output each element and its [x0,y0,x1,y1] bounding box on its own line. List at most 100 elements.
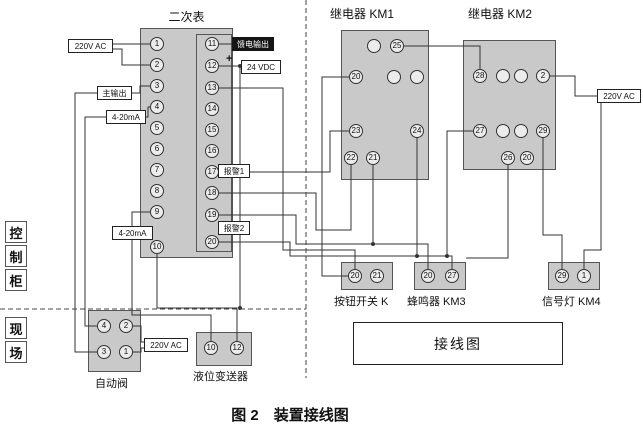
wire [321,76,349,277]
wire [219,165,352,231]
transmitter-terminal-12: 12 [230,341,244,355]
wiring-panel-label: 接线图 [434,335,482,352]
buzzer-terminal-27: 27 [445,269,459,283]
valve-terminal-4: 4 [97,319,111,333]
button-switch-label: 按钮开关 K [334,296,389,308]
meter-terminal-4: 4 [150,100,164,114]
wire [131,211,150,226]
alarm2-label: 报警2 [218,221,250,235]
km1-terminal-22: 22 [344,151,358,165]
km2-terminal-2: 2 [536,69,550,83]
km2-terminal-29: 29 [536,124,550,138]
wire [74,92,97,353]
main-output-label: 主输出 [97,86,132,100]
meter-terminal-8: 8 [150,184,164,198]
relay-km2-block [463,40,556,170]
meter-terminal-7: 7 [150,163,164,177]
wire [466,165,509,259]
wire [583,103,602,269]
figure-caption: 图 2 装置接线图 [231,407,349,424]
signal-lamp-terminal-1: 1 [577,269,591,283]
buzzer-label: 蜂鸣器 KM3 [407,296,466,308]
zone-field-char-1: 现 [5,317,27,339]
zone-cabinet-char-2: 制 [5,245,27,267]
wiring-panel-box: 接线图 [353,322,563,365]
button-switch-terminal-21: 21 [370,269,384,283]
auto-valve-label: 自动阀 [95,378,128,390]
valve-terminal-3: 3 [97,345,111,359]
valve-terminal-2: 2 [119,319,133,333]
zone-field-char-2: 场 [5,341,27,363]
meter-terminal-5: 5 [150,121,164,135]
km1-terminal-20: 20 [349,70,363,84]
transmitter-label: 液位变送器 [193,371,248,383]
wires [74,43,602,353]
wire [542,138,563,269]
km1-terminal-23: 23 [349,124,363,138]
transmitter-terminal-10: 10 [204,341,218,355]
secondary-meter-title: 二次表 [168,10,205,24]
ac-220v-label-field: 220V AC [144,338,188,352]
meter-terminal-20: 20 [205,235,219,249]
km2-terminal-blank-2 [514,69,528,83]
button-switch-terminal-20: 20 [348,269,362,283]
meter-terminal-2: 2 [150,58,164,72]
wire [550,75,597,97]
signal-lamp-terminal-29: 29 [555,269,569,283]
km1-terminal-25: 25 [390,39,404,53]
zone-cabinet-char-1: 控 [5,221,27,243]
junction-dot [371,242,375,246]
meter-terminal-6: 6 [150,142,164,156]
plus-sign: + [226,53,233,65]
zone-boundaries [0,0,307,378]
km1-terminal-blank-2 [387,70,401,84]
meter-terminal-15: 15 [205,123,219,137]
ac-220v-label-left: 220V AC [68,39,113,53]
wire [146,106,150,118]
alarm1-label: 报警1 [218,164,250,178]
loop-4-20ma-label-upper: 4-20mA [106,110,146,124]
wire [84,116,106,327]
meter-terminal-12: 12 [205,59,219,73]
wire [156,254,238,341]
wire [131,240,212,341]
km1-terminal-21: 21 [366,151,380,165]
km1-terminal-24: 24 [410,124,424,138]
meter-terminal-14: 14 [205,102,219,116]
meter-terminal-13: 13 [205,81,219,95]
feed-output-label: 馈电输出 [232,37,274,51]
meter-terminal-11: 11 [205,37,219,51]
km2-terminal-26: 26 [501,151,515,165]
km1-terminal-blank-3 [410,70,424,84]
meter-terminal-19: 19 [205,208,219,222]
meter-terminal-18: 18 [205,186,219,200]
km1-terminal-blank-1 [367,39,381,53]
km2-terminal-28: 28 [473,69,487,83]
wire [133,325,144,343]
wire [133,347,144,353]
wire [446,130,473,256]
loop-4-20ma-label-lower: 4-20mA [112,226,153,240]
km2-terminal-blank-1 [496,69,510,83]
relay-km1-title: 继电器 KM1 [330,7,395,21]
valve-terminal-1: 1 [119,345,133,359]
junction-dot [445,254,449,258]
meter-terminal-3: 3 [150,79,164,93]
meter-terminal-17: 17 [205,165,219,179]
meter-terminal-1: 1 [150,37,164,51]
junction-dot [415,254,419,258]
km2-terminal-20: 20 [520,151,534,165]
wire [113,48,150,66]
meter-terminal-9: 9 [150,205,164,219]
wire [132,85,150,94]
km2-terminal-blank-4 [514,124,528,138]
wire [219,130,349,173]
zone-cabinet-char-3: 柜 [5,269,27,291]
meter-terminal-16: 16 [205,144,219,158]
auto-valve-block [88,310,141,372]
vdc-24-label: 24 VDC [241,60,281,74]
wire [404,45,481,69]
wire [219,214,429,269]
